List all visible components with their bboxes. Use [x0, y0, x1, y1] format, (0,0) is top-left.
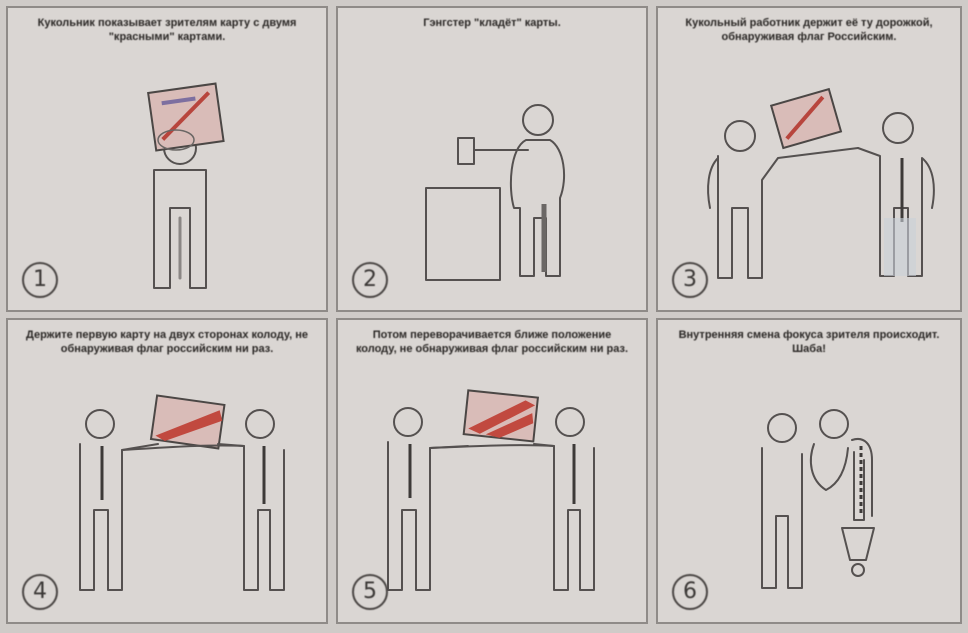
panel-1-illustration: [8, 8, 328, 312]
panel-4-number: 4: [22, 574, 58, 610]
panel-3: Кукольный работник держит её ту дорожкой…: [656, 6, 962, 312]
panel-5-number: 5: [352, 574, 388, 610]
panel-3-number: 3: [672, 262, 708, 298]
panel-6-number: 6: [672, 574, 708, 610]
panel-2-number: 2: [352, 262, 388, 298]
panel-6: Внутренняя смена фокуса зрителя происход…: [656, 318, 962, 624]
panel-1-number: 1: [22, 262, 58, 298]
panel-2-illustration: [338, 8, 648, 312]
panel-1: Кукольник показывает зрителям карту с дв…: [6, 6, 328, 312]
panel-3-illustration: [658, 8, 962, 312]
panel-2: Гэнгстер "кладёт" карты. 2: [336, 6, 648, 312]
panel-4: Держите первую карту на двух сторонах ко…: [6, 318, 328, 624]
panel-6-illustration: [658, 320, 962, 624]
panel-5: Потом переворачивается ближе положение к…: [336, 318, 648, 624]
panel-5-illustration: [338, 320, 648, 624]
panel-4-illustration: [8, 320, 328, 624]
